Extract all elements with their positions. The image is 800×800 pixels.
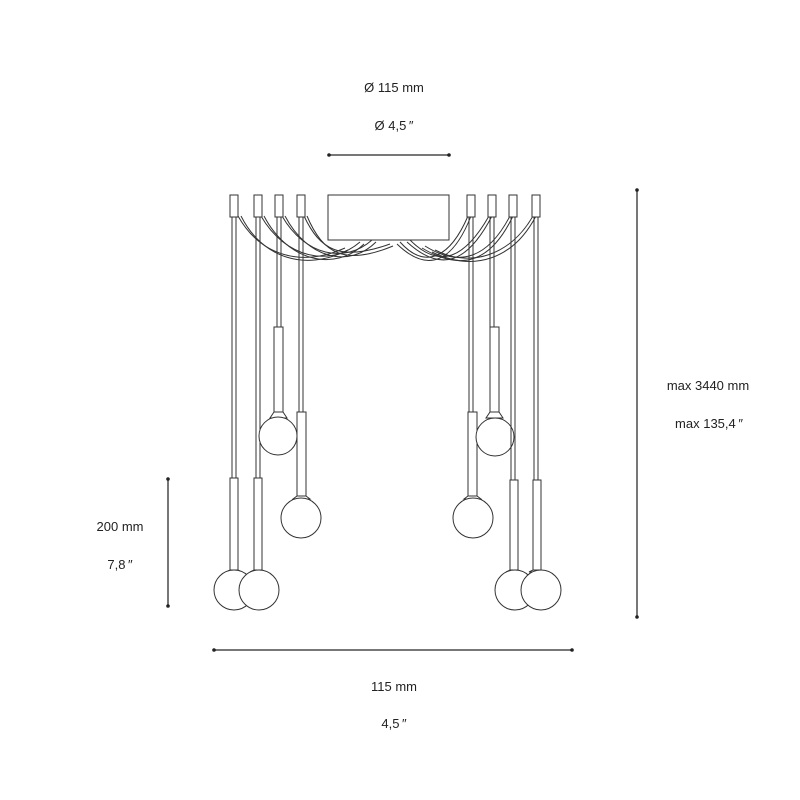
pendant-height-dimension-line (166, 477, 170, 608)
pendant-8 (520, 194, 562, 611)
canopy (327, 194, 450, 241)
canopy-diameter-in-label: Ø 4,5 ″ (374, 118, 414, 133)
width-dimension-line (212, 648, 574, 652)
total-width-in-label: 4,5 ″ (381, 716, 407, 731)
total-width-mm-label: 115 mm (371, 679, 417, 694)
pendant-7 (494, 194, 536, 611)
canopy-diameter-mm-label: Ø 115 mm (364, 80, 424, 95)
cords (237, 215, 537, 262)
pendant-height-mm-label: 200 mm (96, 519, 144, 534)
pendant-3 (258, 194, 298, 456)
total-height-in-label: max 135,4 ″ (675, 416, 743, 431)
pendant-height-in-label: 7,8 ″ (107, 557, 133, 572)
height-dimension-line (635, 188, 639, 619)
total-height-mm-label: max 3440 mm (666, 378, 750, 393)
pendant-4 (280, 194, 322, 539)
pendant-6 (475, 194, 515, 457)
canopy-dimension-line (327, 153, 451, 157)
pendant-5 (452, 194, 494, 539)
pendant-1 (213, 194, 255, 611)
pendant-2 (238, 194, 280, 611)
